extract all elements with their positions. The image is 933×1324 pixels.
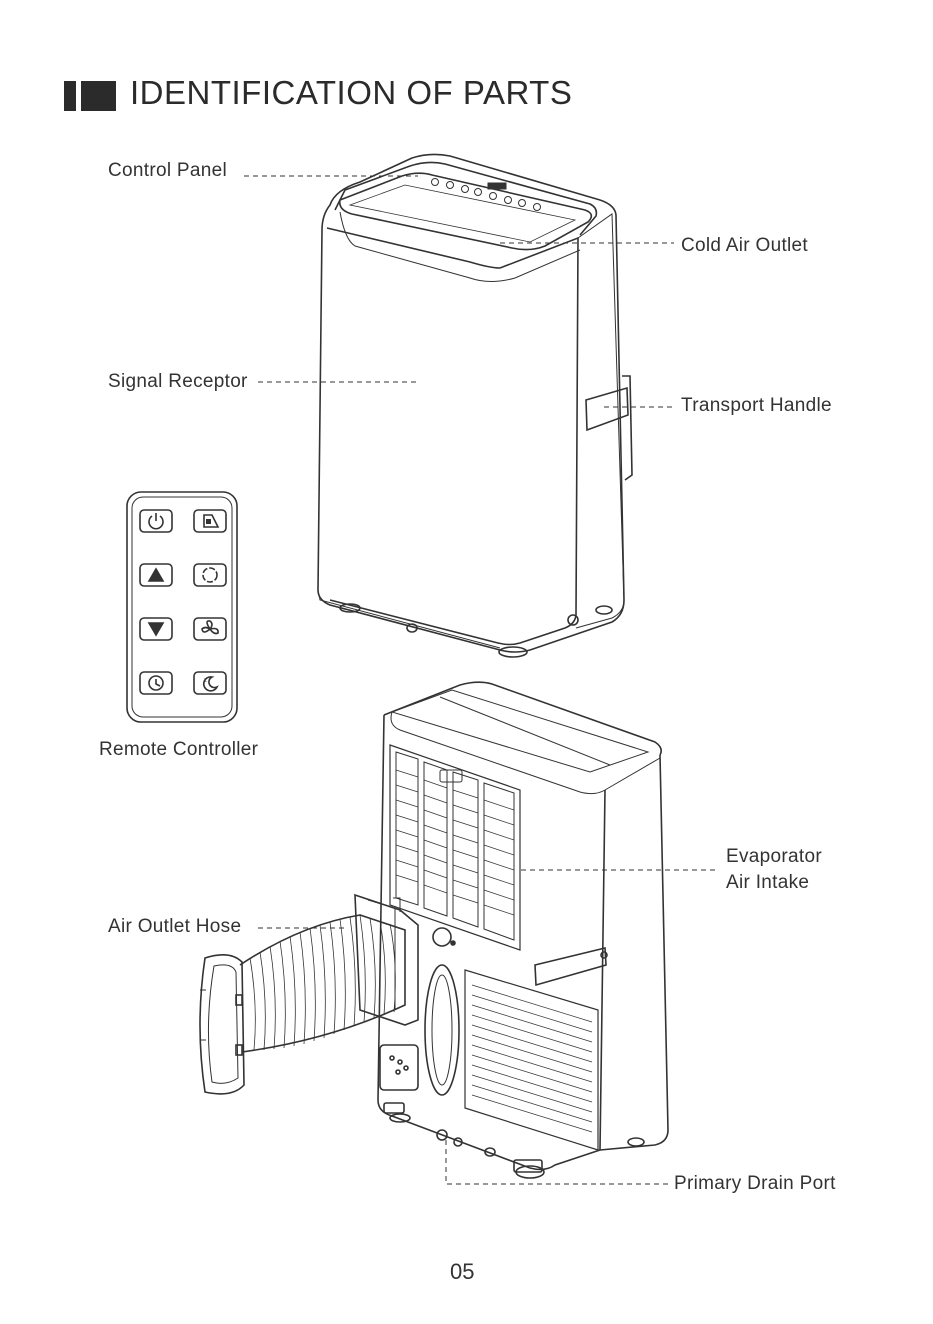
remote-controller-illustration: z bbox=[127, 492, 237, 722]
label-primary-drain-port: Primary Drain Port bbox=[674, 1173, 836, 1195]
rear-unit-illustration bbox=[378, 682, 668, 1178]
mode-icon bbox=[204, 515, 218, 527]
label-cold-air-outlet: Cold Air Outlet bbox=[681, 235, 808, 257]
label-evaporator-line2: Air Intake bbox=[726, 872, 809, 894]
label-evaporator-line1: Evaporator bbox=[726, 846, 822, 868]
remote-buttons bbox=[140, 510, 226, 694]
label-control-panel: Control Panel bbox=[108, 160, 227, 182]
svg-text:z: z bbox=[204, 678, 207, 684]
page-number: 05 bbox=[450, 1259, 474, 1285]
swing-icon bbox=[203, 568, 217, 582]
down-arrow-icon bbox=[149, 623, 163, 635]
label-signal-receptor: Signal Receptor bbox=[108, 371, 248, 393]
label-air-outlet-hose: Air Outlet Hose bbox=[108, 916, 241, 938]
timer-icon bbox=[149, 676, 163, 690]
label-transport-handle: Transport Handle bbox=[681, 395, 832, 417]
sleep-icon: z bbox=[204, 677, 217, 691]
power-icon bbox=[149, 513, 163, 529]
label-remote-controller: Remote Controller bbox=[99, 739, 258, 761]
fan-icon bbox=[202, 621, 218, 634]
up-arrow-icon bbox=[149, 569, 163, 581]
leader-lines bbox=[244, 176, 718, 1184]
front-unit-illustration bbox=[318, 154, 632, 657]
